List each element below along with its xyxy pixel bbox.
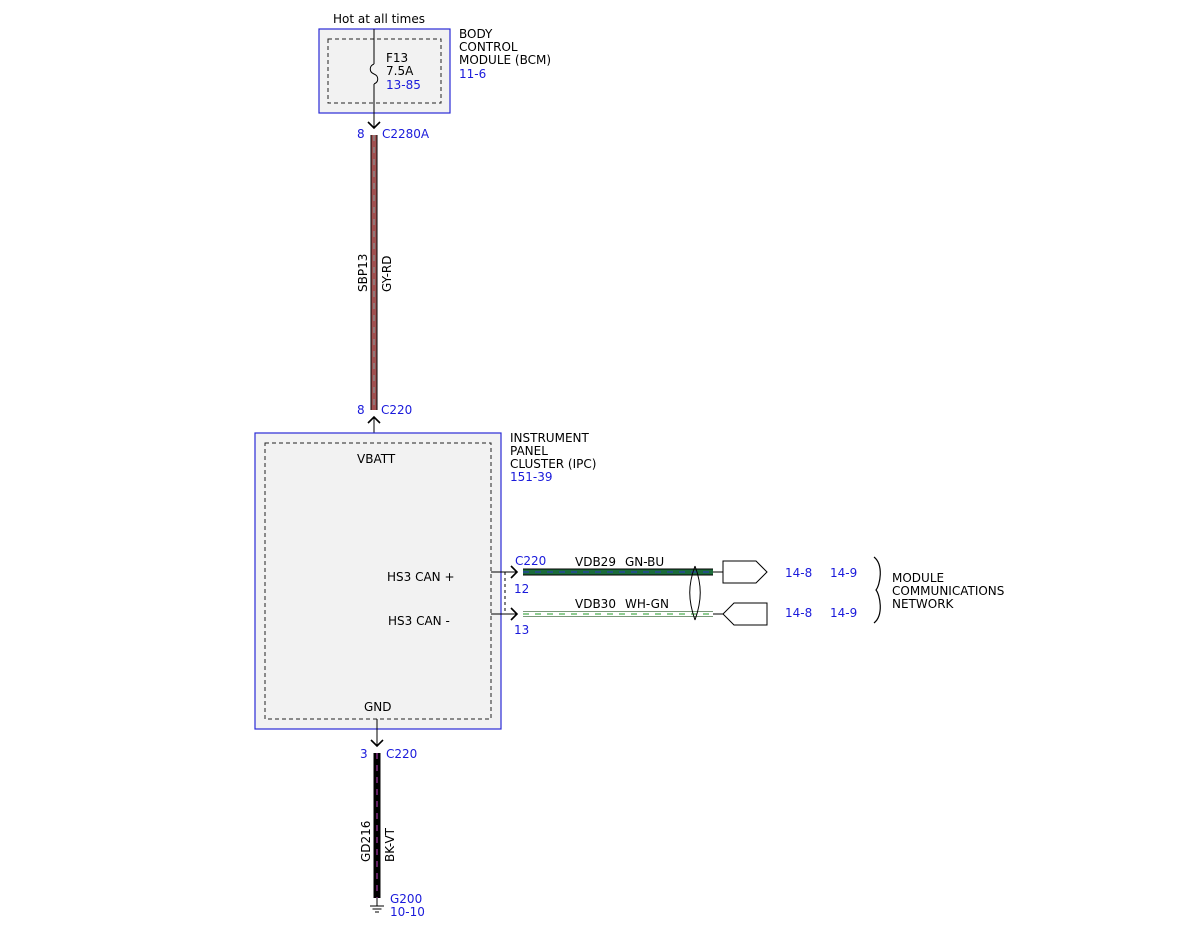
ground-symbol-icon <box>370 898 384 913</box>
ipc-page-ref[interactable]: 151-39 <box>510 470 553 484</box>
can-plus-ref-1[interactable]: 14-8 <box>785 566 812 580</box>
network-line-1: MODULE <box>892 571 944 585</box>
pin-can-plus-label: HS3 CAN + <box>387 570 455 584</box>
pin-can-minus-label: HS3 CAN - <box>388 614 450 628</box>
can-minus-ref-1[interactable]: 14-8 <box>785 606 812 620</box>
pin-gnd-label: GND <box>364 700 392 714</box>
sbp13-circuit-label: SBP13 <box>356 254 370 292</box>
vdb30-circuit-label: VDB30 <box>575 597 616 611</box>
ground-ref[interactable]: 10-10 <box>390 905 425 919</box>
c220-top-pin: 8 <box>357 403 365 417</box>
vdb30-color-label: WH-GN <box>625 597 669 611</box>
vdb29-circuit-label: VDB29 <box>575 555 616 569</box>
ipc-name-line-3: CLUSTER (IPC) <box>510 457 596 471</box>
c220-top-name[interactable]: C220 <box>381 403 412 417</box>
bcm-name-line-2: CONTROL <box>459 40 518 54</box>
can-minus-pin: 13 <box>514 623 529 637</box>
c220-bottom-pin: 3 <box>360 747 368 761</box>
bcm-name-line-3: MODULE (BCM) <box>459 53 551 67</box>
ipc-name-line-1: INSTRUMENT <box>510 431 589 445</box>
can-minus-ref-2[interactable]: 14-9 <box>830 606 857 620</box>
sbp13-color-label: GY-RD <box>380 255 394 292</box>
can-minus-offpage-connector-icon[interactable] <box>722 602 768 626</box>
connector-c220-bottom-icon <box>370 739 384 748</box>
bcm-name-line-1: BODY <box>459 27 493 41</box>
c220-bottom-name[interactable]: C220 <box>386 747 417 761</box>
network-line-2: COMMUNICATIONS <box>892 584 1004 598</box>
c2280a-name[interactable]: C2280A <box>382 127 430 141</box>
can-plus-ref-2[interactable]: 14-9 <box>830 566 857 580</box>
network-brace-icon <box>873 556 881 624</box>
fuse-symbol-icon <box>369 63 379 85</box>
bcm-page-ref[interactable]: 11-6 <box>459 67 486 81</box>
bcm-module[interactable] <box>318 28 451 114</box>
can-plus-pin: 12 <box>514 582 529 596</box>
pin-vbatt-label: VBATT <box>357 452 396 466</box>
connector-c2280a-icon <box>367 121 381 130</box>
fuse-ref[interactable]: 13-85 <box>386 78 421 92</box>
can-plus-offpage-connector-icon[interactable] <box>722 560 768 584</box>
gd216-color-label: BK-VT <box>383 827 397 862</box>
hot-at-all-times-label: Hot at all times <box>333 12 425 26</box>
fuse-rating: 7.5A <box>386 64 414 78</box>
can-plus-connector-icon <box>510 565 519 579</box>
ipc-name-line-2: PANEL <box>510 444 548 458</box>
ipc-module[interactable] <box>254 432 502 730</box>
ground-name[interactable]: G200 <box>390 892 422 906</box>
vdb29-color-label: GN-BU <box>625 555 664 569</box>
fuse-name: F13 <box>386 51 408 65</box>
twisted-pair-icon <box>689 565 701 621</box>
c2280a-pin: 8 <box>357 127 365 141</box>
can-minus-connector-icon <box>510 607 519 621</box>
can-connector-name[interactable]: C220 <box>515 554 546 568</box>
network-line-3: NETWORK <box>892 597 955 611</box>
gd216-circuit-label: GD216 <box>359 821 373 862</box>
